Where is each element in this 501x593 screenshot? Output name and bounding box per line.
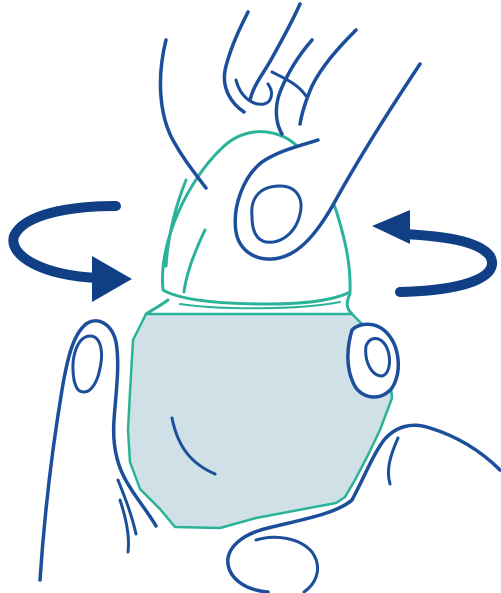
right-arrow-arc — [400, 234, 492, 292]
upper-hand-finger-3 — [276, 40, 312, 134]
upper-hand-finger-2 — [250, 4, 300, 100]
upper-hand-palm — [160, 40, 206, 188]
rotate-counterclockwise-arrow-icon — [13, 206, 132, 302]
rotate-clockwise-arrow-icon — [372, 210, 492, 292]
right-arrow-head — [372, 210, 410, 244]
left-arrow-head — [92, 256, 132, 302]
